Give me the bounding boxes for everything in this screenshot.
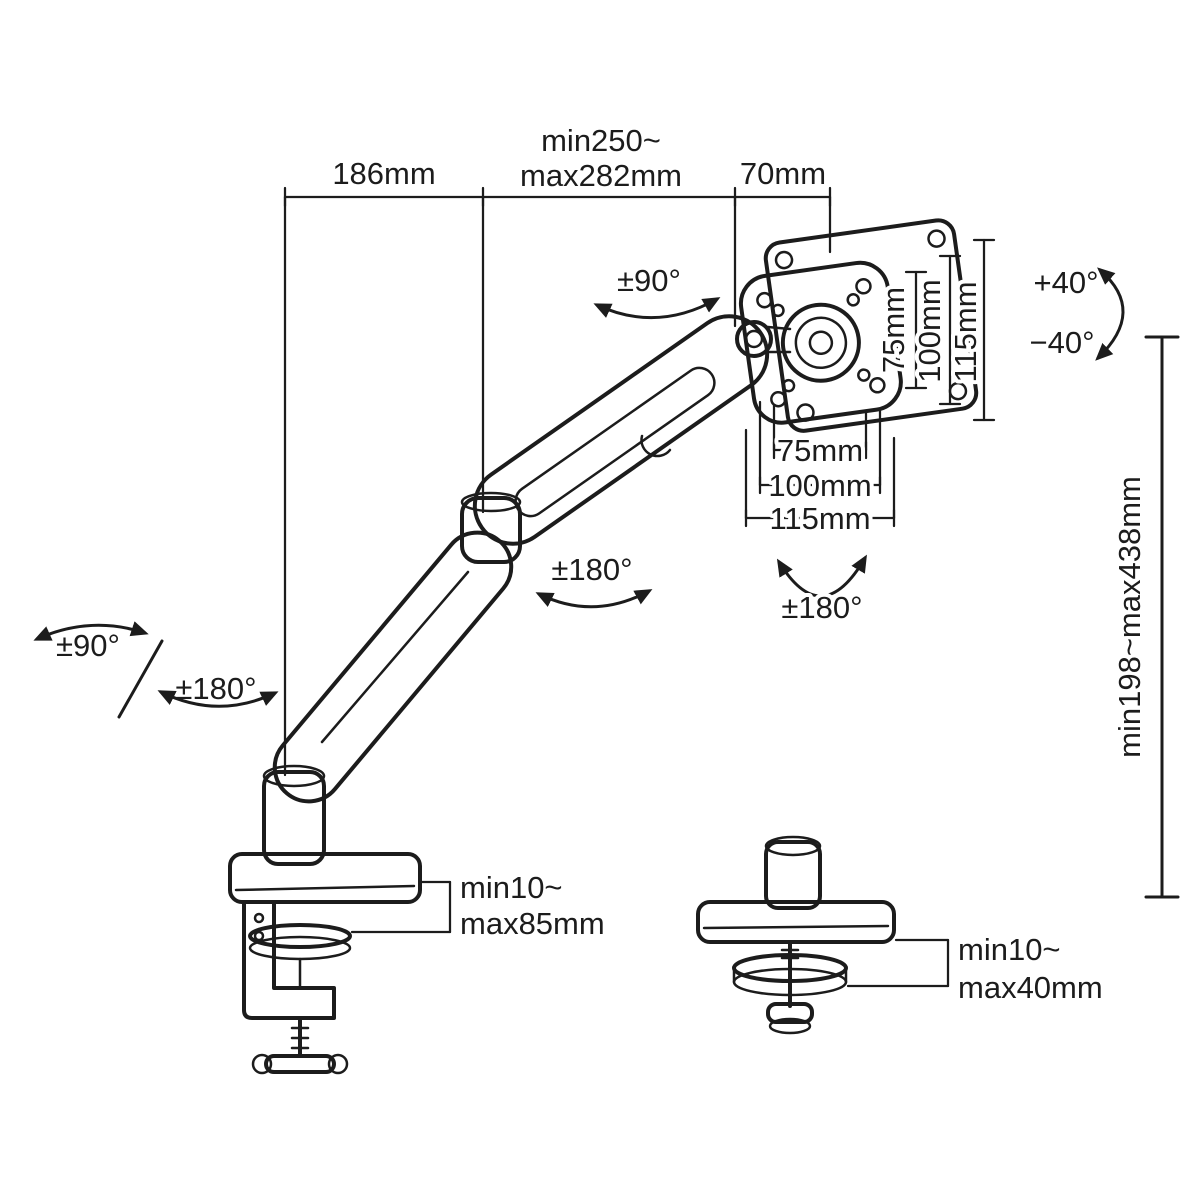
rotate-vesa-arrow — [776, 554, 867, 598]
clamp-bracket — [242, 900, 336, 1020]
tilt-annotation: +40° −40° — [1030, 265, 1125, 361]
rotate-elbow-label: ±180° — [551, 552, 632, 587]
tilt-down-label: −40° — [1030, 325, 1095, 360]
vesa-hub — [780, 302, 861, 383]
grommet-nut — [766, 1002, 814, 1024]
clamp-screw-handle — [264, 1054, 336, 1074]
grommet-mount: min10~ max40mm — [696, 835, 1103, 1035]
height-range-dimension: min198~max438mm — [1112, 335, 1180, 899]
clamp-base: min10~ max85mm — [228, 852, 605, 1075]
tilt-up-label: +40° — [1034, 265, 1099, 300]
rotate-base-annotation: ±180° — [157, 667, 279, 710]
swivel-head-annotation: ±90° — [593, 259, 721, 320]
rotate-base-arrow — [157, 690, 279, 708]
vesa-vertical-dimensions: 75mm 100mm 115mm — [872, 238, 996, 422]
rotate-elbow-arrow — [535, 589, 653, 609]
vesa-horizontal-dimensions: 75mm 100mm 115mm — [744, 400, 896, 540]
swivel-base-arrow — [33, 621, 149, 641]
rotation-annotations: ±90° ±180° ±180° ±90° ±180° — [33, 259, 867, 719]
clamp-top-plate — [228, 852, 422, 904]
rotate-elbow-annotation: ±180° — [535, 548, 653, 609]
dim-min250-label: min250~ — [541, 123, 661, 158]
clamp-range-label-line1: min10~ — [460, 870, 563, 905]
cable-hook — [640, 434, 672, 458]
swivel-base-label: ±90° — [56, 628, 120, 663]
upper-arm — [472, 314, 770, 546]
vesa-v100-label: 100mm — [912, 279, 947, 382]
swivel-head-label: ±90° — [617, 263, 681, 298]
dim-70mm-label: 70mm — [740, 156, 826, 191]
base-column — [262, 770, 326, 866]
dim-max282-label: max282mm — [520, 158, 682, 193]
rotate-vesa-label: ±180° — [781, 590, 862, 625]
vesa-plate — [738, 218, 979, 433]
dim-186mm-label: 186mm — [332, 156, 435, 191]
swivel-base-annotation: ±90° — [33, 621, 164, 719]
head-joint — [735, 320, 773, 358]
swivel-axis-line — [117, 639, 164, 719]
vesa-h100-label: 100mm — [768, 468, 871, 503]
lower-arm — [272, 530, 514, 804]
height-range-label: min198~max438mm — [1112, 476, 1147, 758]
top-dimensions: 186mm min250~ max282mm 70mm — [283, 123, 832, 777]
vesa-v115-label: 115mm — [948, 281, 983, 382]
grommet-range-label-line2: max40mm — [958, 970, 1103, 1005]
vesa-adapter-plate — [763, 218, 979, 433]
vesa-h75-label: 75mm — [777, 433, 863, 468]
elbow-joint — [460, 496, 522, 564]
monitor-arm — [262, 314, 792, 866]
clamp-range-label-line2: max85mm — [460, 906, 605, 941]
rotate-vesa-annotation: ±180° — [776, 554, 867, 629]
vesa-h115-label: 115mm — [769, 501, 870, 536]
swivel-head-arrow — [593, 297, 721, 320]
vesa-v75-label: 75mm — [876, 287, 911, 373]
tilt-arrow — [1095, 267, 1125, 361]
grommet-column — [764, 840, 822, 910]
grommet-top-plate — [696, 900, 896, 944]
grommet-range-label-line1: min10~ — [958, 932, 1061, 967]
